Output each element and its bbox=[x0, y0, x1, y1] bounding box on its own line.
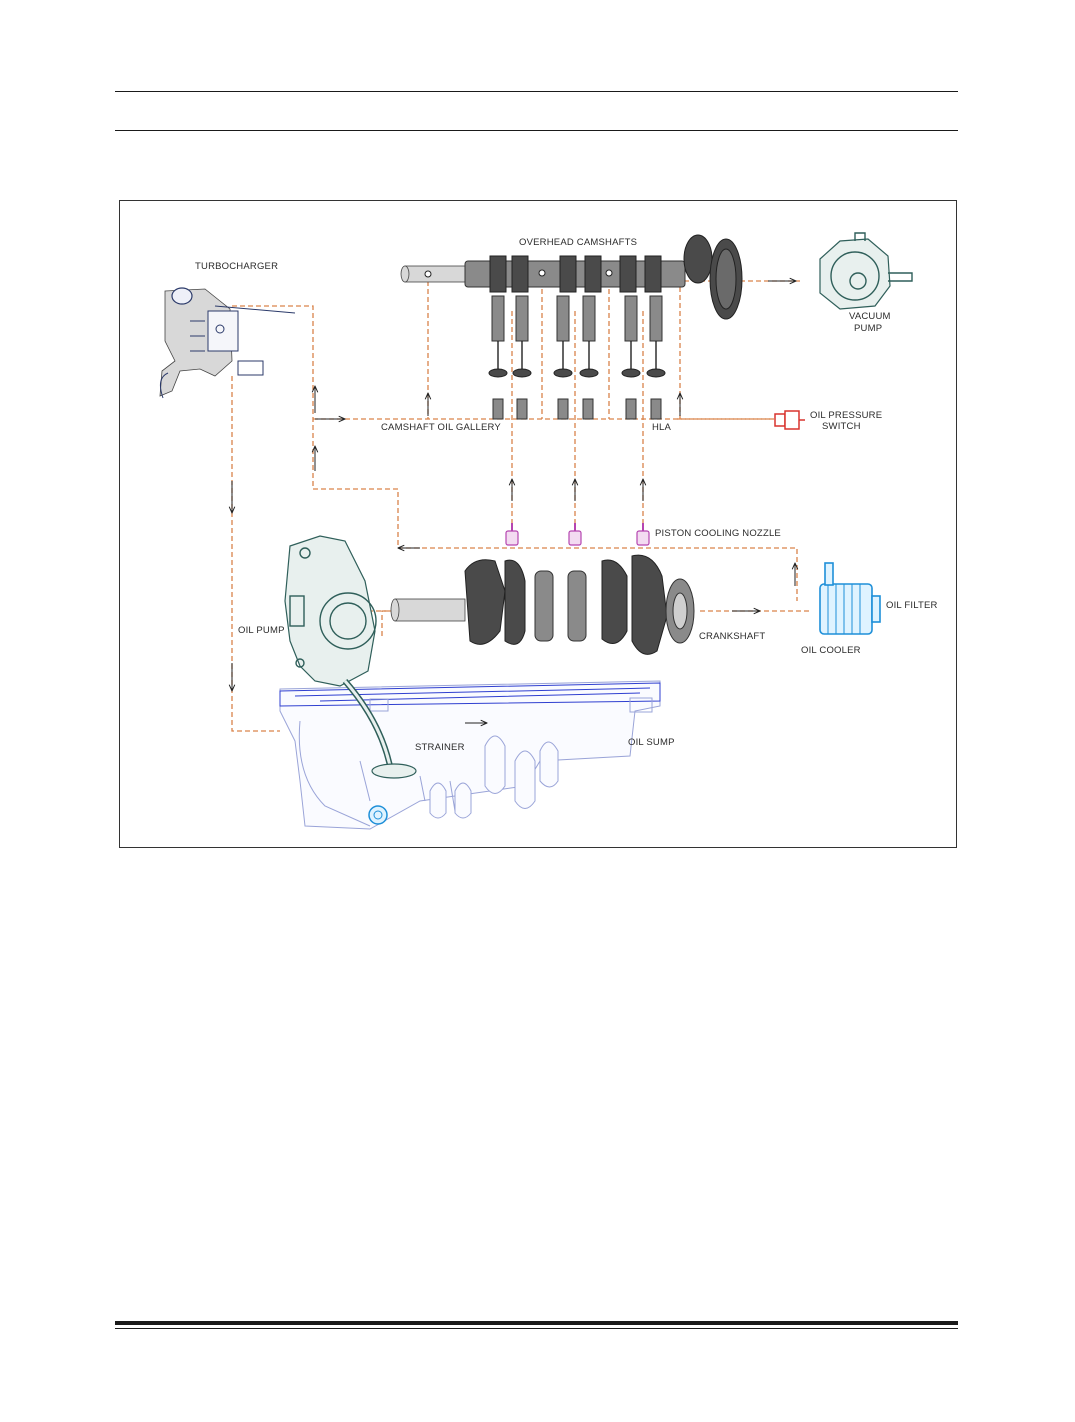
label-strainer: STRAINER bbox=[415, 742, 465, 753]
label-oil-filter: OIL FILTER bbox=[886, 600, 938, 611]
flow-arrows bbox=[232, 281, 796, 723]
hla-icon bbox=[492, 398, 662, 420]
label-vacuum-pump-1: VACUUM bbox=[849, 311, 891, 322]
camshaft-icon bbox=[400, 234, 743, 378]
label-hla: HLA bbox=[652, 422, 672, 433]
oil-sump bbox=[279, 680, 661, 830]
label-vacuum-pump-2: PUMP bbox=[854, 323, 882, 334]
label-oil-cooler: OIL COOLER bbox=[801, 645, 861, 656]
label-crankshaft: CRANKSHAFT bbox=[699, 631, 765, 642]
label-turbocharger: TURBOCHARGER bbox=[195, 261, 278, 272]
footer-rule-thick bbox=[115, 1321, 958, 1325]
turbocharger-icon bbox=[159, 287, 296, 399]
label-piston-cooling-nozzle: PISTON COOLING NOZZLE bbox=[655, 528, 781, 539]
oil-flow-lines bbox=[231, 271, 810, 732]
label-overhead-camshafts: OVERHEAD CAMSHAFTS bbox=[519, 237, 637, 248]
oil-filter-icon bbox=[819, 562, 881, 635]
label-oil-pressure-switch-1: OIL PRESSURE bbox=[810, 410, 882, 421]
crankshaft-icon bbox=[390, 554, 695, 655]
piston-cooling-nozzle-icon bbox=[505, 523, 650, 546]
label-camshaft-oil-gallery: CAMSHAFT OIL GALLERY bbox=[381, 422, 501, 433]
label-oil-pump: OIL PUMP bbox=[238, 625, 285, 636]
footer-rule-thin bbox=[115, 1328, 958, 1329]
lubrication-diagram: TURBOCHARGER OVERHEAD CAMSHAFTS VACUUM P… bbox=[119, 200, 957, 848]
drain-plug-icon bbox=[368, 805, 388, 825]
lubrication-diagram-svg: TURBOCHARGER OVERHEAD CAMSHAFTS VACUUM P… bbox=[159, 232, 938, 830]
header-rule-top bbox=[115, 91, 958, 92]
label-oil-sump: OIL SUMP bbox=[628, 737, 675, 748]
strainer-icon bbox=[342, 679, 417, 779]
label-oil-pressure-switch-2: SWITCH bbox=[822, 421, 861, 432]
oil-pressure-switch-icon bbox=[774, 410, 805, 430]
oil-pump-icon bbox=[284, 535, 377, 687]
header-rule-bottom bbox=[115, 130, 958, 131]
vacuum-pump-icon bbox=[819, 232, 913, 310]
diagram-labels: TURBOCHARGER OVERHEAD CAMSHAFTS VACUUM P… bbox=[195, 237, 938, 753]
